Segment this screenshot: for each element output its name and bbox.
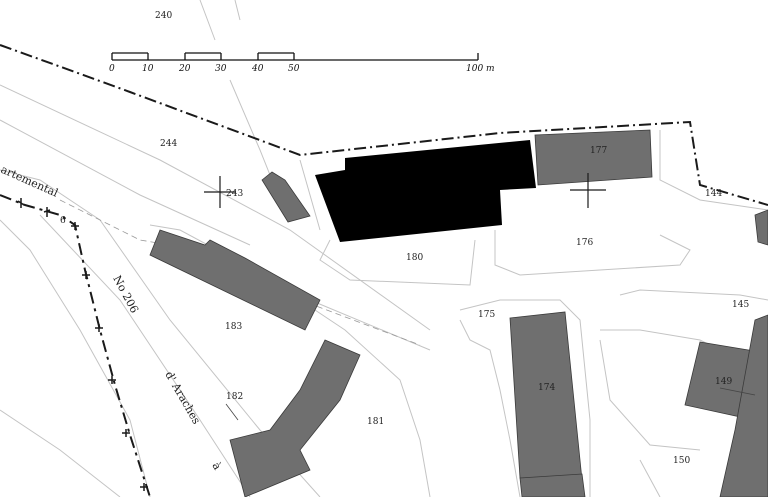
parcel-176: 176 xyxy=(576,238,593,248)
building-174b xyxy=(519,473,586,497)
scale-bar xyxy=(111,52,479,61)
parcel-243: 243 xyxy=(226,189,243,199)
building-181 xyxy=(229,339,361,497)
leader-lines xyxy=(225,387,756,421)
scale-tick-50: 50 xyxy=(288,64,300,74)
parcel-174: 174 xyxy=(538,383,555,393)
parcel-181: 181 xyxy=(367,417,384,427)
survey-crosses xyxy=(204,173,606,208)
road-labels: artemental No 206 d' Araches à xyxy=(0,163,224,473)
building-183 xyxy=(149,229,321,331)
road-departemental: artemental xyxy=(0,163,60,200)
parcel-labels: 240 244 243 177 144 180 176 183 175 145 … xyxy=(60,11,749,466)
road-a: à xyxy=(209,460,224,473)
scale-labels: 0 10 20 30 40 50 100 m xyxy=(109,64,495,74)
boundary-crosses xyxy=(17,198,148,491)
scale-tick-100: 100 m xyxy=(466,64,495,74)
parcel-149: 149 xyxy=(715,377,732,387)
scale-tick-20: 20 xyxy=(178,64,191,74)
building-highlighted xyxy=(315,140,536,242)
building-177 xyxy=(534,129,653,186)
scale-tick-10: 10 xyxy=(142,64,154,74)
parcel-175: 175 xyxy=(478,310,495,320)
building-edge-right xyxy=(754,209,768,246)
road-araches: d' Araches xyxy=(162,369,203,427)
parcel-177: 177 xyxy=(590,146,607,156)
parcel-150: 150 xyxy=(673,456,690,466)
parcel-144: 144 xyxy=(705,189,722,199)
scale-tick-40: 40 xyxy=(251,64,264,74)
parcel-180: 180 xyxy=(406,253,423,263)
scale-tick-30: 30 xyxy=(215,64,227,74)
parcel-182: 182 xyxy=(226,392,243,402)
parcel-240: 240 xyxy=(155,11,172,21)
cross-icon xyxy=(204,176,236,208)
building-174 xyxy=(509,311,583,481)
buildings xyxy=(149,129,768,497)
building-243 xyxy=(261,171,311,223)
building-149-right xyxy=(719,314,768,497)
parcel-145: 145 xyxy=(732,300,749,310)
parcel-183: 183 xyxy=(225,322,242,332)
parcel-6: 6 xyxy=(60,216,66,226)
parcel-244: 244 xyxy=(160,139,177,149)
scale-tick-0: 0 xyxy=(109,64,115,74)
section-boundary xyxy=(0,194,151,497)
commune-boundary xyxy=(0,44,768,206)
cross-icon xyxy=(570,173,606,208)
